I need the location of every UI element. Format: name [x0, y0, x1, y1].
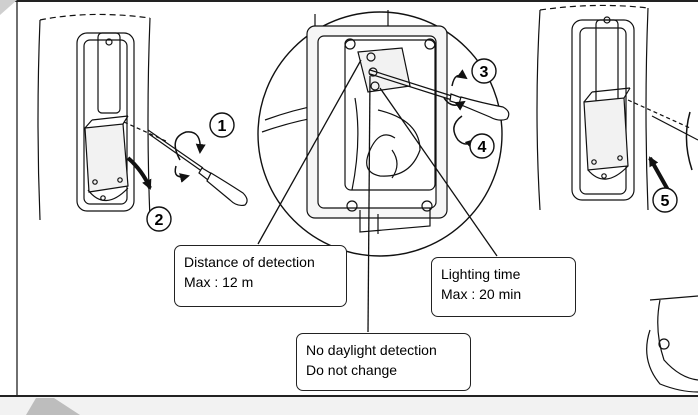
rotation-arrow-1 — [174, 131, 206, 183]
detail-magnifier — [257, 10, 503, 257]
callout-distance-of-detection: Distance of detection Max : 12 m — [174, 245, 347, 307]
bottom-corner-shade — [26, 398, 80, 415]
step-1: 1 — [209, 112, 235, 138]
callout-no-daylight-detection: No daylight detection Do not change — [296, 333, 471, 391]
step-badge-5 — [652, 187, 678, 213]
left-post-drawing — [37, 13, 169, 221]
step-badge-4 — [469, 133, 495, 159]
move-arrow-5 — [648, 156, 670, 191]
leader-lines — [257, 59, 498, 333]
step-label-3: 3 — [480, 64, 489, 81]
callout-distance-title: Distance of detection — [184, 254, 315, 270]
step-badge-2 — [146, 206, 172, 232]
callout-daylight-title: No daylight detection — [306, 342, 437, 358]
step-badge-1 — [209, 112, 235, 138]
step-label-1: 1 — [218, 118, 227, 135]
move-arrow-2 — [126, 156, 152, 190]
callout-lighting-value: Max : 20 min — [441, 286, 522, 302]
right-post-drawing — [536, 4, 698, 393]
step-label-2: 2 — [155, 212, 164, 229]
callout-daylight-note: Do not change — [306, 362, 398, 378]
callout-lighting-title: Lighting time — [441, 266, 521, 282]
step-2: 2 — [146, 206, 172, 232]
step-label-5: 5 — [661, 193, 670, 210]
rotation-arrow-3 — [443, 69, 468, 111]
step-4: 4 — [469, 133, 495, 159]
step-label-4: 4 — [478, 139, 487, 156]
step-5: 5 — [652, 187, 678, 213]
callout-lighting-time: Lighting time Max : 20 min — [431, 257, 576, 317]
step-badge-3 — [471, 58, 497, 84]
callout-distance-value: Max : 12 m — [184, 274, 254, 290]
step-3: 3 — [471, 58, 497, 84]
rotation-arrow-4 — [453, 115, 476, 150]
screwdriver-left — [147, 129, 248, 207]
